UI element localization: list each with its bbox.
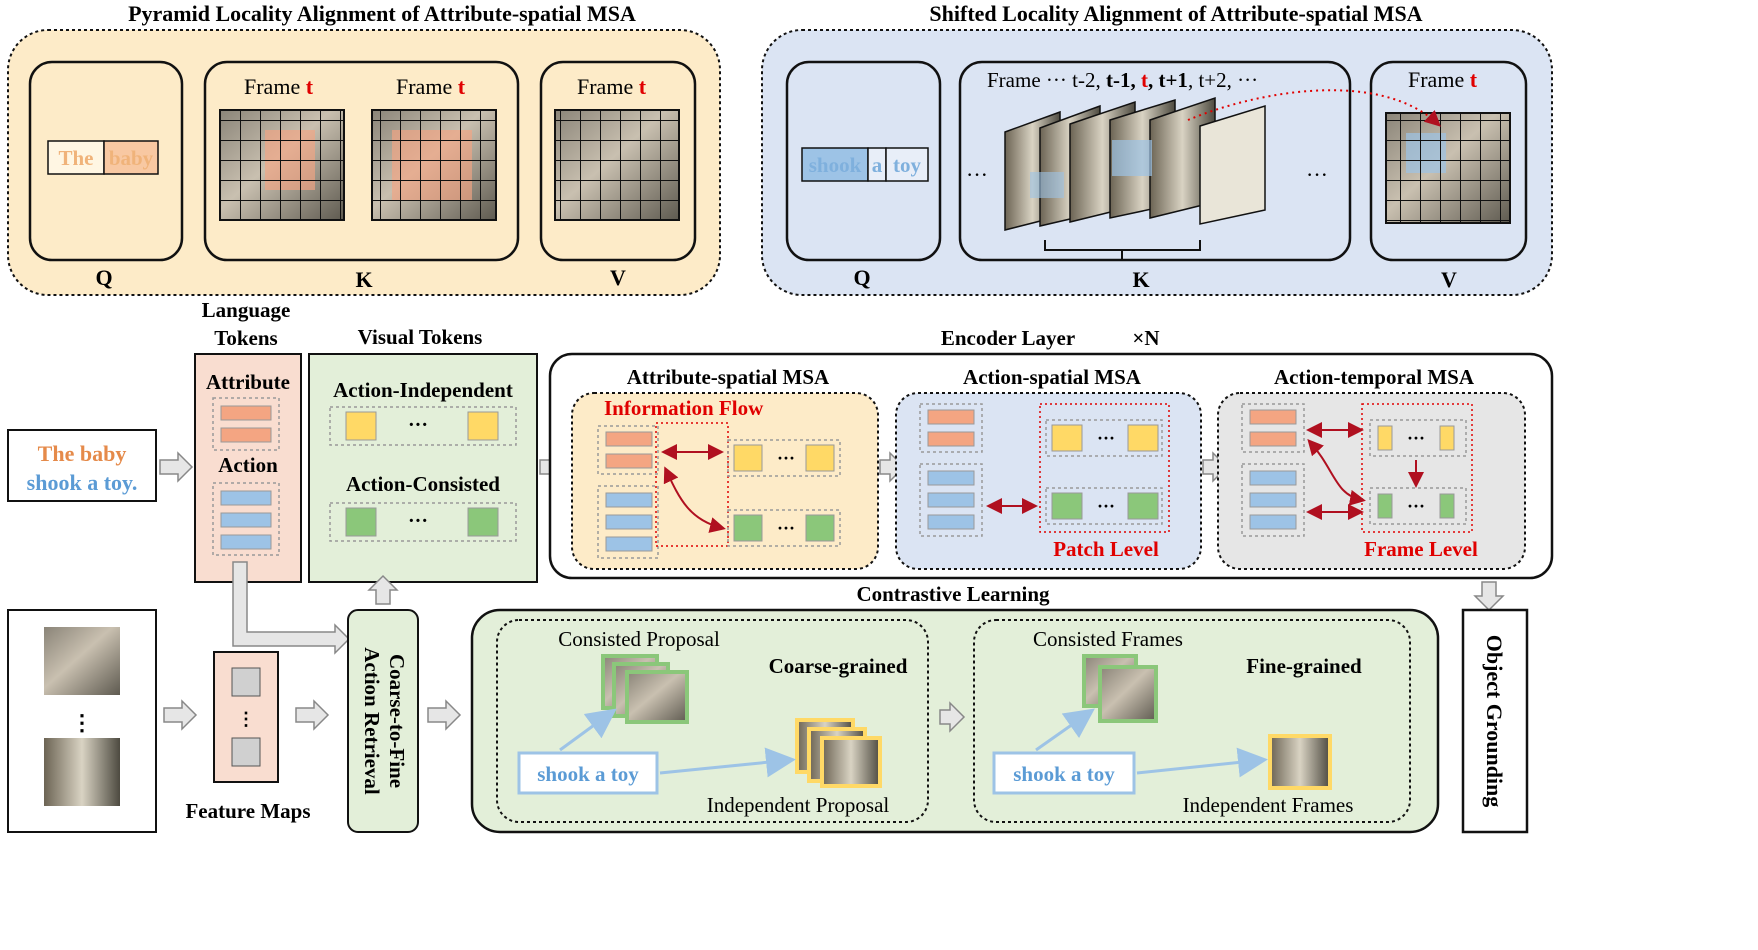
at-dots-2: ··· bbox=[1407, 496, 1425, 516]
q2-token-shook-text: shook bbox=[809, 153, 862, 177]
video-vdots: ⋮ bbox=[71, 710, 93, 735]
action-consisted-label: Action-Consisted bbox=[346, 472, 500, 496]
k-label: K bbox=[355, 267, 372, 292]
v2-frame-label: Frame t bbox=[1408, 67, 1478, 92]
coarse-grained-label: Coarse-grained bbox=[769, 654, 908, 678]
pyramid-title: Pyramid Locality Alignment of Attribute-… bbox=[128, 1, 636, 26]
k2-brace bbox=[1044, 240, 1201, 260]
k-frame2-image bbox=[371, 109, 497, 221]
retrieval-line1: Coarse-to-Fine bbox=[385, 654, 409, 788]
as-dots-2: ··· bbox=[777, 518, 795, 538]
consisted-frames-label: Consisted Frames bbox=[1033, 627, 1183, 651]
k-frame1-label: Frame t bbox=[244, 74, 314, 99]
contrastive-title: Contrastive Learning bbox=[856, 582, 1050, 606]
gray-arrow-up bbox=[367, 574, 399, 605]
encoder-times-n: ×N bbox=[1132, 326, 1159, 350]
visual-tokens-box: Action-Independent ··· Action-Consisted … bbox=[308, 353, 538, 583]
language-tokens-box: Attribute Action bbox=[194, 353, 302, 583]
v2-frame-image bbox=[1385, 112, 1511, 224]
action-temporal-msa-block: ··· ··· Frame Level bbox=[1217, 392, 1526, 570]
consisted-proposal-label: Consisted Proposal bbox=[558, 627, 720, 651]
k2-ellipsis-left: ··· bbox=[966, 162, 988, 187]
pyramid-locality-panel: Pyramid Locality Alignment of Attribute-… bbox=[7, 1, 721, 296]
gray-arrow-1 bbox=[159, 451, 194, 483]
fine-grained-label: Fine-grained bbox=[1246, 654, 1362, 678]
attribute-label: Attribute bbox=[206, 370, 290, 394]
v-frame-label: Frame t bbox=[577, 74, 647, 99]
q2-token-toy-text: toy bbox=[893, 153, 921, 177]
encoder-title: Encoder Layer bbox=[941, 326, 1075, 350]
action-independent-label: Action-Independent bbox=[333, 378, 513, 402]
q-token-baby bbox=[103, 140, 159, 175]
object-grounding-box[interactable]: Object Grounding bbox=[1461, 608, 1529, 834]
gray-arrow-4 bbox=[295, 699, 330, 731]
k2-frame-sequence: Frame ··· t-2, t-1, t, t+1, t+2, ··· bbox=[987, 68, 1258, 92]
at-dots-1: ··· bbox=[1407, 428, 1425, 448]
q2-token-shook bbox=[801, 147, 869, 182]
v-frame-image bbox=[554, 109, 680, 221]
fine-grained-block: Consisted Frames Fine-grained shook a to… bbox=[973, 619, 1411, 823]
lang-tokens-title-1: Language bbox=[202, 298, 291, 322]
shifted-title: Shifted Locality Alignment of Attribute-… bbox=[929, 1, 1422, 26]
gray-arrow-down bbox=[1473, 581, 1505, 612]
query-line1: The baby bbox=[38, 441, 127, 466]
k2-ellipsis-right: ··· bbox=[1306, 162, 1328, 187]
action-label: Action bbox=[218, 453, 278, 477]
video-input-box: ⋮ bbox=[7, 609, 157, 833]
acs-dots-1: ··· bbox=[1097, 428, 1115, 448]
query-line2: shook a toy. bbox=[27, 470, 138, 495]
coarse-query: shook a toy bbox=[537, 762, 639, 786]
q-token-the bbox=[47, 140, 105, 175]
shift-dotted-arrow bbox=[1187, 89, 1441, 127]
as-dots-1: ··· bbox=[777, 448, 795, 468]
feature-maps-label: Feature Maps bbox=[185, 799, 310, 823]
acs-dots-2: ··· bbox=[1097, 496, 1115, 516]
attr-spatial-msa-block: Information Flow ··· ··· bbox=[571, 392, 879, 570]
vt-dots-1: ··· bbox=[408, 414, 428, 436]
lang-tokens-title-2: Tokens bbox=[214, 326, 277, 350]
shifted-locality-panel: Shifted Locality Alignment of Attribute-… bbox=[761, 1, 1553, 296]
k-frame2-label: Frame t bbox=[396, 74, 466, 99]
q2-token-toy bbox=[885, 147, 929, 182]
object-grounding-label: Object Grounding bbox=[1482, 635, 1507, 808]
q2-label: Q bbox=[853, 265, 870, 290]
q2-token-a-text: a bbox=[872, 153, 883, 177]
gray-arrow-5 bbox=[427, 699, 462, 731]
gray-elbow-arrow bbox=[232, 561, 351, 655]
action-temporal-title: Action-temporal MSA bbox=[1274, 365, 1475, 389]
q-token-baby-text: baby bbox=[109, 146, 154, 170]
q-label: Q bbox=[95, 265, 112, 290]
v2-label: V bbox=[1441, 267, 1457, 292]
information-flow-label: Information Flow bbox=[604, 396, 764, 420]
independent-frames-label: Independent Frames bbox=[1183, 793, 1354, 817]
patch-level-label: Patch Level bbox=[1053, 537, 1159, 561]
retrieval-line2: Action Retrieval bbox=[360, 647, 384, 795]
k-frame1-image bbox=[219, 109, 345, 221]
visual-tokens-title: Visual Tokens bbox=[358, 325, 483, 349]
v-label: V bbox=[610, 265, 626, 290]
fine-query: shook a toy bbox=[1013, 762, 1115, 786]
coarse-to-fine-retrieval-box[interactable]: Coarse-to-Fine Action Retrieval bbox=[347, 609, 419, 833]
independent-proposal-label: Independent Proposal bbox=[707, 793, 890, 817]
query-input-box: The baby shook a toy. bbox=[7, 429, 157, 502]
frame-level-label: Frame Level bbox=[1364, 537, 1478, 561]
fm-vdots: ⋮ bbox=[237, 709, 255, 729]
coarse-grained-block: Consisted Proposal Coarse-grained shook … bbox=[496, 619, 929, 823]
q-token-the-text: The bbox=[58, 146, 93, 170]
action-spatial-title: Action-spatial MSA bbox=[963, 365, 1142, 389]
gray-arrow-3 bbox=[163, 699, 198, 731]
gray-arrow-8 bbox=[939, 701, 966, 733]
feature-maps-box: ⋮ bbox=[213, 651, 279, 783]
action-spatial-msa-block: ··· ··· Patch Level bbox=[895, 392, 1202, 570]
k2-frame-stack bbox=[1004, 96, 1266, 231]
k2-label: K bbox=[1132, 267, 1149, 292]
attr-spatial-title: Attribute-spatial MSA bbox=[627, 365, 830, 389]
vt-dots-2: ··· bbox=[408, 510, 428, 532]
